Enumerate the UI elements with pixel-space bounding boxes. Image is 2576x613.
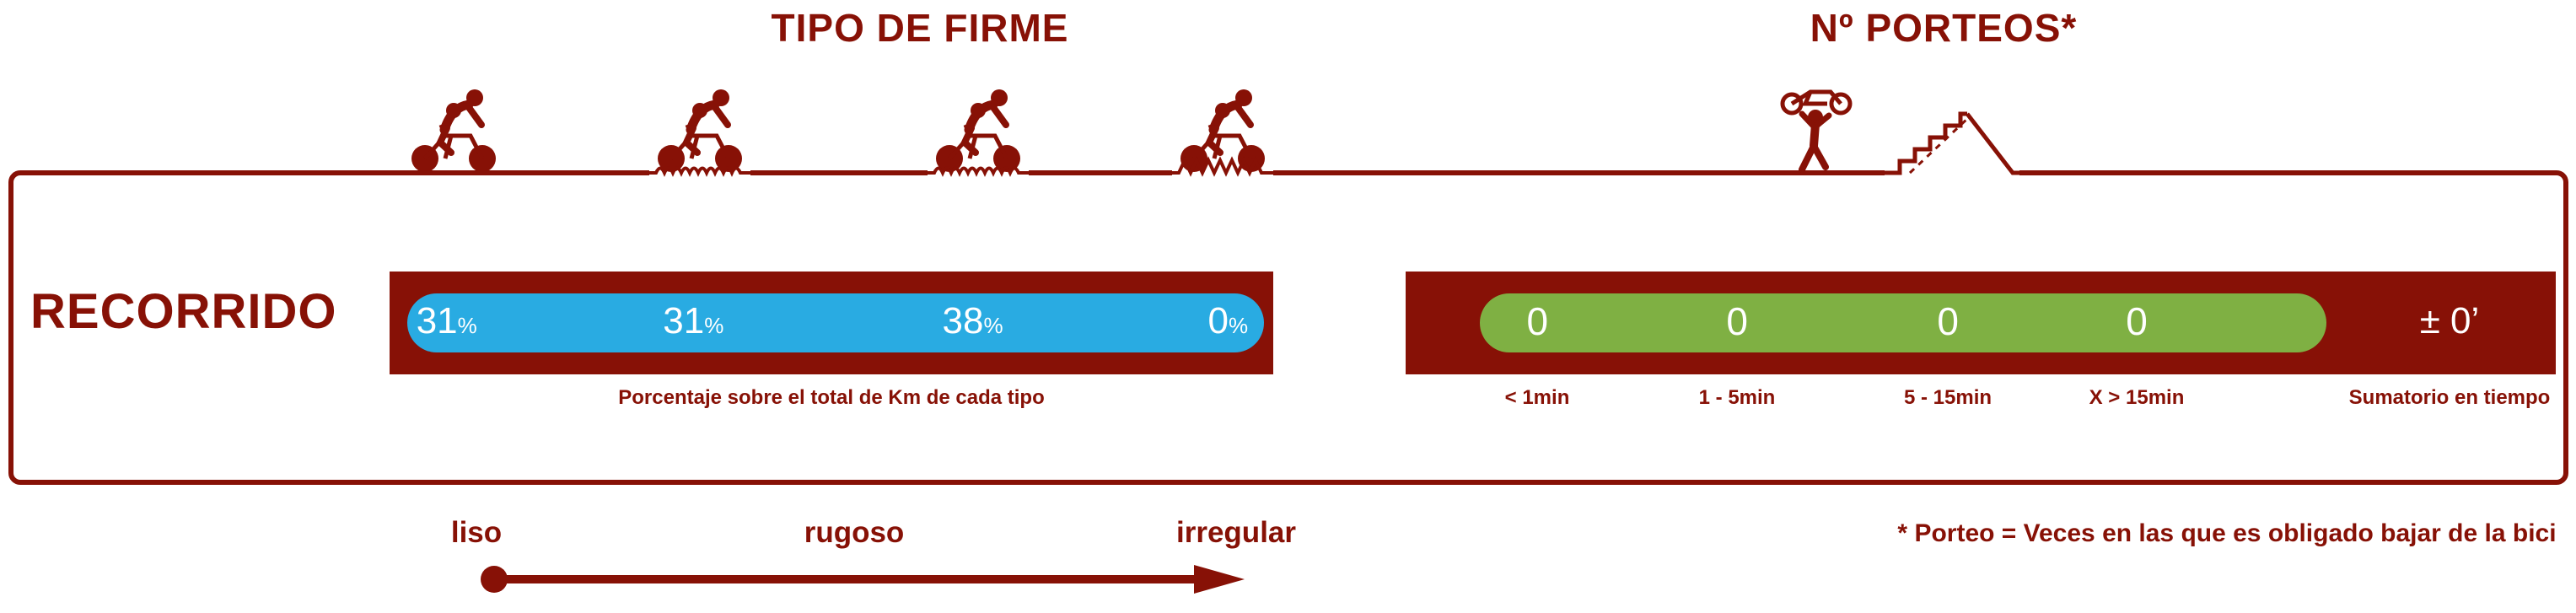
porteos-label-5-15min: 5 - 15min: [1903, 386, 1993, 409]
porteos-total-label: Sumatorio en tiempo: [2348, 386, 2551, 409]
cyclist-slightly-rough-surface-icon: [649, 85, 750, 178]
porteos-count-1: 0: [1526, 298, 1549, 343]
percent-sign: %: [457, 313, 477, 338]
recorrido-panel-outline: [8, 170, 2568, 485]
cyclist-irregular-surface-icon: [1172, 85, 1273, 178]
percent-sign: %: [1228, 313, 1249, 338]
firme-value-1: 31%: [417, 300, 477, 342]
firme-value-1-number: 31: [416, 300, 458, 341]
porteos-section-title: Nº PORTEOS*: [1810, 6, 2078, 50]
stairs-icon: [1885, 85, 2019, 178]
firme-percentage-pill: 31% 31% 38% 0%: [407, 293, 1264, 352]
porteos-label-under-1min: < 1min: [1504, 386, 1570, 409]
firme-value-4-number: 0: [1207, 300, 1229, 341]
percent-sign: %: [983, 313, 1003, 338]
firme-bar: 31% 31% 38% 0%: [390, 272, 1273, 374]
porteo-footnote: * Porteo = Veces en las que es obligado …: [1897, 519, 2557, 547]
firme-caption: Porcentaje sobre el total de Km de cada …: [618, 386, 1045, 409]
porteos-count-3: 0: [1937, 298, 1959, 343]
cyclist-smooth-surface-icon: [403, 85, 504, 178]
porteos-bar: 0 0 0 0 ± 0’: [1406, 272, 2556, 374]
recorrido-row-label: RECORRIDO: [30, 284, 337, 339]
porteos-label-1-5min: 1 - 5min: [1698, 386, 1776, 409]
scale-label-rugoso: rugoso: [804, 516, 905, 549]
percent-sign: %: [704, 313, 724, 338]
scale-label-liso: liso: [450, 516, 503, 549]
porteos-label-over-15min: X > 15min: [2089, 386, 2185, 409]
porteos-count-4: 0: [2126, 298, 2148, 343]
porteos-count-2: 0: [1726, 298, 1748, 343]
cyclist-rough-surface-icon: [928, 85, 1029, 178]
firme-value-3-number: 38: [942, 300, 984, 341]
firme-value-3: 38%: [943, 300, 1003, 342]
firme-section-title: TIPO DE FIRME: [771, 6, 1069, 50]
scale-label-irregular: irregular: [1176, 516, 1296, 549]
porteos-total-time: ± 0’: [2419, 300, 2480, 341]
porteos-count-pill: 0 0 0 0: [1480, 293, 2326, 352]
firme-value-4: 0%: [1208, 300, 1249, 342]
hiker-carrying-bike-icon: [1767, 85, 1868, 178]
firme-value-2-number: 31: [663, 300, 705, 341]
roughness-arrow-icon: [479, 562, 1248, 597]
firme-value-2: 31%: [663, 300, 723, 342]
